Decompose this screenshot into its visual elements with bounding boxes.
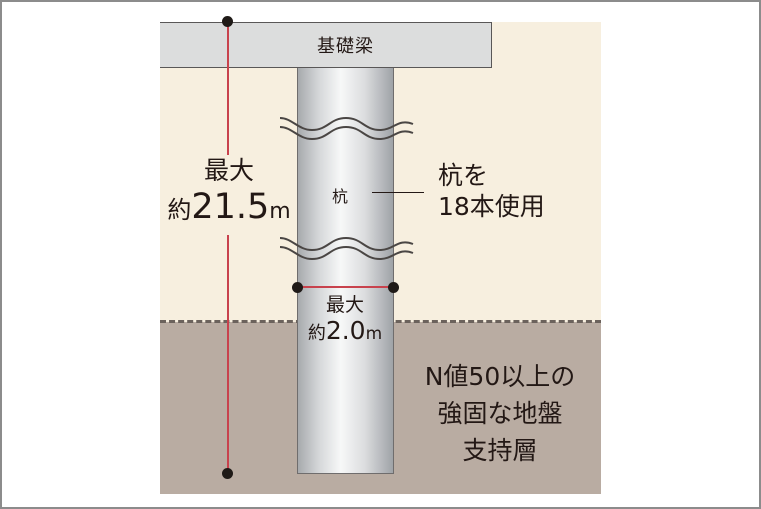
lower-wave-break-icon (279, 236, 414, 261)
bearing-layer-line2: 強固な地盤 (437, 399, 563, 428)
foundation-beam: 基礎梁 (160, 22, 492, 68)
pile-diameter-approx: 約 (307, 323, 326, 344)
pile-length-prefix: 最大 (203, 156, 254, 185)
pile-length-approx: 約 (167, 196, 192, 224)
pile-diameter-dimension-line (297, 286, 393, 288)
pile-diameter-unit: m (365, 324, 383, 344)
pile-length-unit: m (269, 199, 291, 224)
pile-length-dimension-line (227, 21, 229, 474)
foundation-beam-label: 基礎梁 (317, 36, 374, 57)
pile-callout-leader-line (372, 192, 424, 193)
pile-diameter-label: 最大 約2.0m (297, 293, 393, 348)
diameter-endpoint-left-icon (292, 282, 303, 293)
bearing-layer-label: N値50以上の 強固な地盤 支持層 (400, 358, 600, 469)
pile-length-label: 最大 約21.5m (160, 155, 298, 233)
pile-callout-line2: 18本使用 (438, 192, 545, 221)
pile-label: 杭 (332, 187, 349, 206)
dimension-endpoint-top-icon (222, 16, 233, 27)
dimension-line-gap (215, 155, 245, 235)
diameter-endpoint-right-icon (388, 282, 399, 293)
pile (297, 67, 394, 474)
pile-callout-line1: 杭を (438, 161, 489, 190)
dimension-endpoint-bottom-icon (222, 468, 233, 479)
pile-diameter-value: 2.0 (325, 316, 366, 345)
upper-wave-break-icon (279, 116, 414, 141)
pile-diameter-prefix: 最大 (325, 294, 364, 316)
pile-length-value: 21.5 (191, 187, 270, 227)
bearing-layer-line1: N値50以上の (424, 362, 576, 391)
pile-count-callout: 杭を 18本使用 (438, 160, 545, 222)
bearing-layer-line3: 支持層 (462, 436, 538, 465)
